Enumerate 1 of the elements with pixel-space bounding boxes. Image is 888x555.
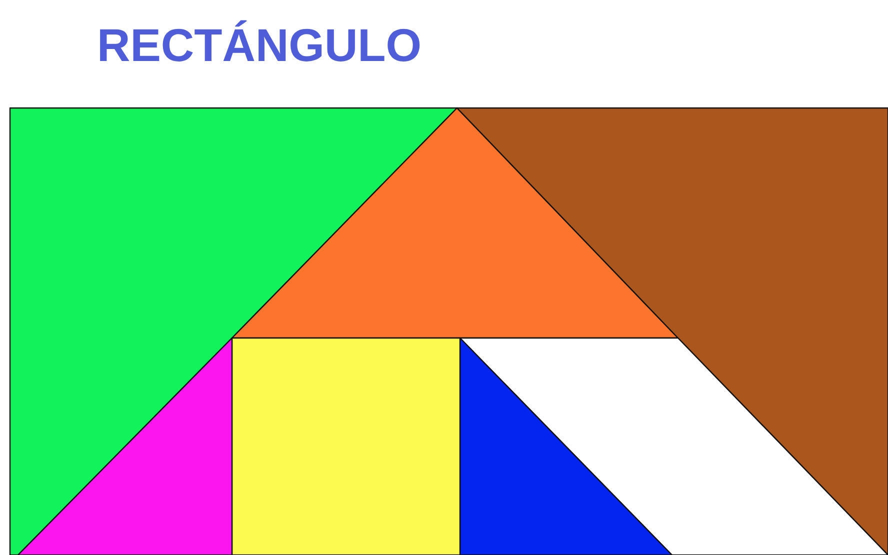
title: RECTÁNGULO xyxy=(97,18,422,72)
